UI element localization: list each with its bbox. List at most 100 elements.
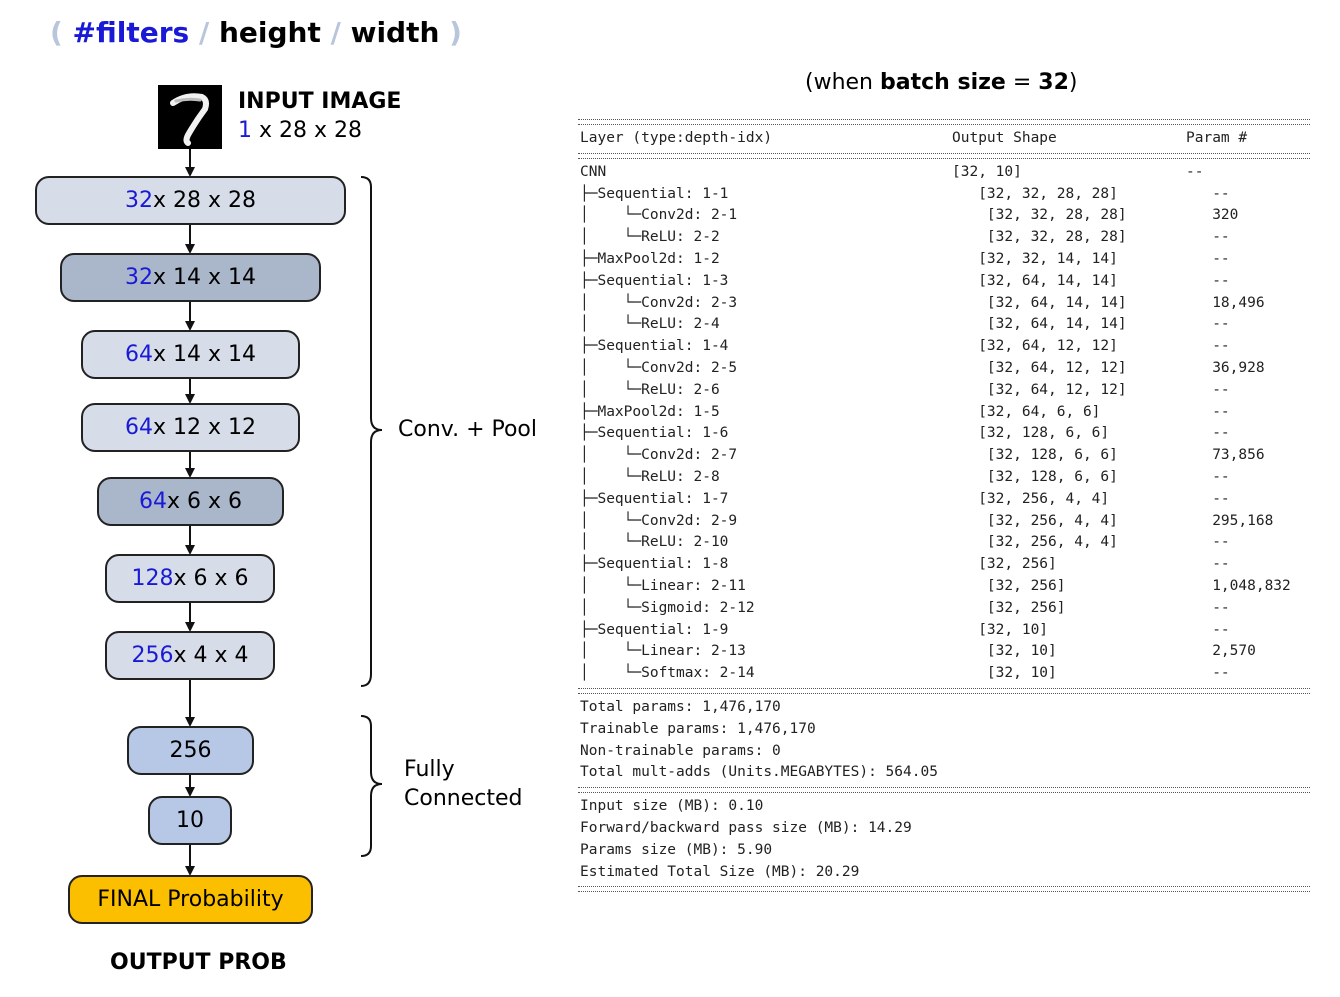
- layer-dims: x 14 x 14: [152, 342, 256, 367]
- size-estimate-line: Forward/backward pass size (MB): 14.29: [580, 819, 912, 836]
- output-shape-cell: [32, 128, 6, 6]: [952, 447, 1118, 464]
- output-shape-cell: [32, 256, 4, 4]: [952, 534, 1118, 551]
- size-estimate-line: Input size (MB): 0.10: [580, 798, 764, 815]
- summary-row: │ └─Conv2d: 2-3 [32, 64, 14, 14] 18,496: [578, 293, 1310, 315]
- param-count-cell: --: [1186, 250, 1230, 267]
- layer-units: 256: [169, 738, 212, 763]
- param-count-cell: --: [1186, 381, 1230, 398]
- input-dims: x 28 x 28: [252, 118, 362, 143]
- summary-header-row: Layer (type:depth-idx) Output Shape Para…: [578, 128, 1310, 150]
- layer-filters: 64: [124, 415, 153, 440]
- output-shape-cell: [32, 64, 6, 6]: [952, 403, 1101, 420]
- layer-name-cell: │ └─ReLU: 2-2: [580, 229, 720, 246]
- summary-row: ├─Sequential: 1-8 [32, 256] --: [578, 554, 1310, 576]
- param-count-cell: --: [1186, 316, 1230, 333]
- param-count-cell: --: [1186, 425, 1230, 442]
- fully-connected-label-line: Connected: [404, 786, 523, 811]
- param-count-cell: 18,496: [1186, 294, 1265, 311]
- output-shape-cell: [32, 64, 12, 12]: [952, 359, 1127, 376]
- output-shape-cell: [32, 64, 14, 14]: [952, 294, 1127, 311]
- summary-row: CNN[32, 10]--: [578, 162, 1310, 184]
- summary-row: ├─MaxPool2d: 1-2 [32, 32, 14, 14] --: [578, 249, 1310, 271]
- summary-row: ├─Sequential: 1-6 [32, 128, 6, 6] --: [578, 423, 1310, 445]
- pool-layer-box: 64 x 6 x 6: [97, 477, 284, 526]
- layer-name-cell: ├─Sequential: 1-4: [580, 338, 729, 355]
- batch-note-prefix: (when: [805, 70, 880, 95]
- layer-name-cell: ├─Sequential: 1-6: [580, 425, 729, 442]
- param-count-cell: --: [1186, 556, 1230, 573]
- output-shape-cell: [32, 32, 14, 14]: [952, 250, 1118, 267]
- summary-row: │ └─Softmax: 2-14 [32, 10] --: [578, 663, 1310, 685]
- layer-dims: x 14 x 14: [152, 265, 256, 290]
- output-shape-cell: [32, 128, 6, 6]: [952, 425, 1110, 442]
- param-count-cell: 320: [1186, 207, 1239, 224]
- param-count-cell: 1,048,832: [1186, 577, 1291, 594]
- output-shape-cell: [32, 128, 6, 6]: [952, 468, 1118, 485]
- output-shape-cell: [32, 64, 14, 14]: [952, 272, 1118, 289]
- separator-line: [578, 787, 1310, 794]
- output-shape-cell: [32, 10]: [952, 621, 1049, 638]
- output-shape-cell: [32, 32, 28, 28]: [952, 229, 1127, 246]
- size-estimate-line: Estimated Total Size (MB): 20.29: [580, 863, 860, 880]
- param-count-cell: --: [1186, 403, 1230, 420]
- summary-row: │ └─Linear: 2-11 [32, 256] 1,048,832: [578, 576, 1310, 598]
- param-count-cell: --: [1186, 185, 1230, 202]
- summary-row: ├─Sequential: 1-1 [32, 32, 28, 28] --: [578, 184, 1310, 206]
- separator-line: [578, 886, 1310, 893]
- layer-dims: x 12 x 12: [152, 415, 256, 440]
- summary-row: │ └─ReLU: 2-6 [32, 64, 12, 12] --: [578, 380, 1310, 402]
- layer-name-cell: │ └─Conv2d: 2-5: [580, 359, 738, 376]
- layer-name-cell: │ └─ReLU: 2-8: [580, 468, 720, 485]
- layer-units: 10: [176, 808, 204, 833]
- layer-name-cell: │ └─ReLU: 2-4: [580, 316, 720, 333]
- layer-name-cell: │ └─Conv2d: 2-9: [580, 512, 738, 529]
- summary-row: │ └─ReLU: 2-4 [32, 64, 14, 14] --: [578, 314, 1310, 336]
- layer-dims: x 6 x 6: [173, 566, 249, 591]
- param-count-cell: 2,570: [1186, 643, 1256, 660]
- pool-layer-box: 32 x 14 x 14: [60, 253, 321, 302]
- param-total-line: Total mult-adds (Units.MEGABYTES): 564.0…: [580, 764, 938, 781]
- layer-name-cell: │ └─Conv2d: 2-7: [580, 447, 738, 464]
- dimension-legend: ( #filters / height / width ): [50, 16, 462, 49]
- summary-row: ├─Sequential: 1-7 [32, 256, 4, 4] --: [578, 489, 1310, 511]
- output-shape-cell: [32, 256]: [952, 599, 1066, 616]
- legend-open-paren: (: [50, 16, 63, 49]
- model-summary-table: Layer (type:depth-idx) Output Shape Para…: [578, 116, 1310, 895]
- layer-dims: x 6 x 6: [166, 489, 242, 514]
- header-output-shape: Output Shape: [952, 130, 1057, 146]
- layer-filters: 64: [138, 489, 167, 514]
- param-count-cell: --: [1186, 621, 1230, 638]
- param-count-cell: --: [1186, 229, 1230, 246]
- output-shape-cell: [32, 32, 28, 28]: [952, 207, 1127, 224]
- param-count-cell: 295,168: [1186, 512, 1274, 529]
- output-shape-cell: [32, 256]: [952, 577, 1066, 594]
- param-count-cell: 73,856: [1186, 447, 1265, 464]
- param-count-cell: --: [1186, 665, 1230, 682]
- output-shape-cell: [32, 10]: [952, 665, 1057, 682]
- param-count-cell: --: [1186, 163, 1204, 180]
- conv-layer-box: 64 x 12 x 12: [81, 403, 300, 452]
- layer-name-cell: ├─Sequential: 1-3: [580, 272, 729, 289]
- fc-layer-box: 10: [148, 796, 232, 845]
- batch-note-value: 32: [1038, 70, 1069, 95]
- conv-layer-box: 32 x 28 x 28: [35, 176, 346, 225]
- conv-layer-box: 128 x 6 x 6: [105, 554, 275, 603]
- conv-layer-box: 64 x 14 x 14: [81, 330, 300, 379]
- layer-filters: 32: [124, 188, 153, 213]
- layer-dims: x 28 x 28: [152, 188, 256, 213]
- separator-line: [578, 687, 1310, 694]
- batch-size-note: (when batch size = 32): [805, 70, 1077, 95]
- summary-row: ├─Sequential: 1-4 [32, 64, 12, 12] --: [578, 336, 1310, 358]
- input-image-label: INPUT IMAGE 1 x 28 x 28: [238, 87, 401, 145]
- legend-slash: /: [330, 16, 341, 49]
- batch-note-equals: =: [1005, 70, 1039, 95]
- conv-pool-bracket: [360, 176, 383, 687]
- fc-layer-box: 256: [127, 726, 254, 775]
- legend-height: height: [218, 16, 321, 49]
- output-shape-cell: [32, 64, 14, 14]: [952, 316, 1127, 333]
- input-image-shape: 1 x 28 x 28: [238, 116, 401, 145]
- final-probability-label: FINAL Probability: [97, 887, 284, 912]
- handwritten-digit-7-image: [158, 85, 222, 149]
